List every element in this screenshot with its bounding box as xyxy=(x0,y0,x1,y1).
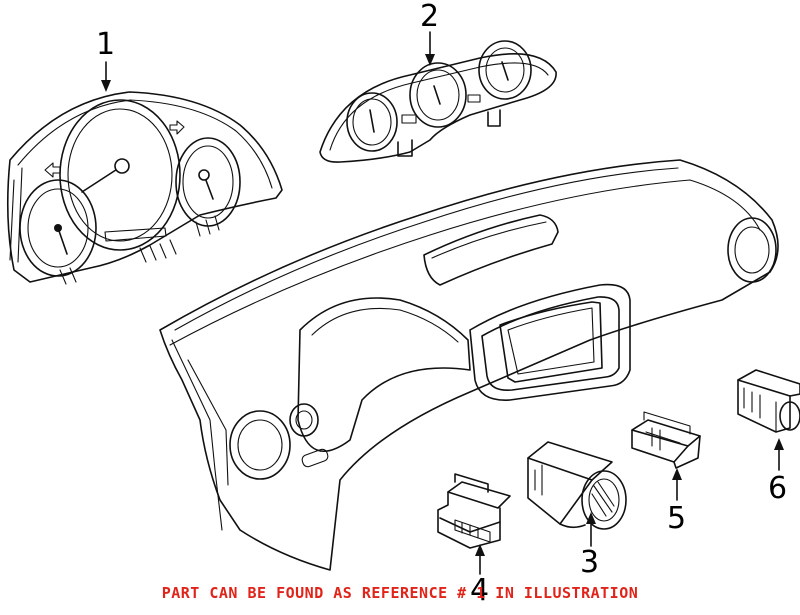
callout-4: 4 xyxy=(470,573,490,608)
arrow-5 xyxy=(672,468,682,480)
switch-part-6 xyxy=(737,369,800,433)
arrow-4 xyxy=(475,544,485,556)
switch-part-4 xyxy=(437,473,511,549)
reference-note: PART CAN BE FOUND AS REFERENCE # 1 IN IL… xyxy=(161,584,639,602)
callout-3: 3 xyxy=(580,545,600,580)
arrow-6 xyxy=(774,438,784,450)
headlight-switch-part-3 xyxy=(527,441,627,530)
switch-part-5 xyxy=(631,411,701,469)
instrument-cluster-part-1 xyxy=(6,91,283,285)
callout-6: 6 xyxy=(768,471,788,506)
leader-arrows xyxy=(101,31,784,575)
gauge-pod-part-2 xyxy=(319,40,557,163)
arrow-3 xyxy=(586,512,596,524)
arrow-2 xyxy=(425,54,435,66)
callout-2: 2 xyxy=(420,0,440,34)
callout-1: 1 xyxy=(96,27,116,62)
dashboard-panel xyxy=(159,159,779,571)
callout-5: 5 xyxy=(667,501,687,536)
arrow-1 xyxy=(101,80,111,92)
